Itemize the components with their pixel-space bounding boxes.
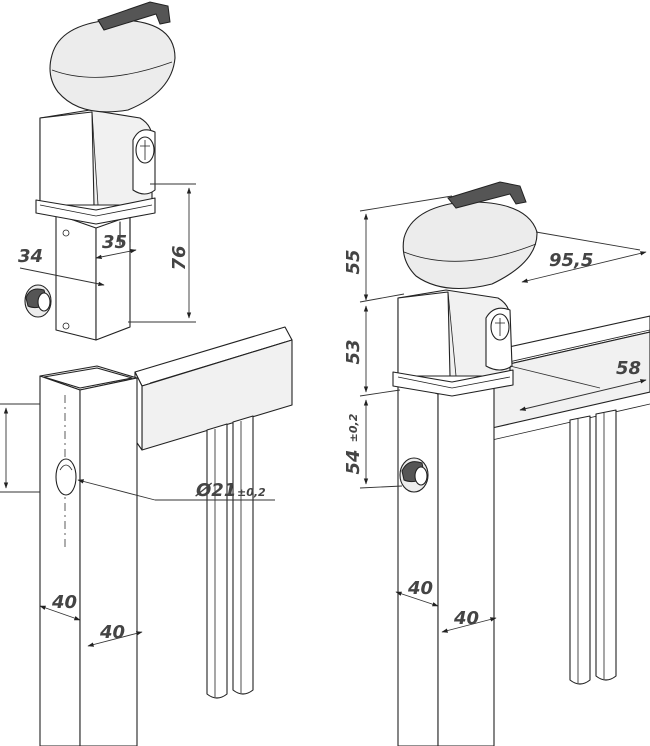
dim-40-front: 40 xyxy=(51,592,77,613)
right-lower-post xyxy=(397,379,495,746)
left-dimensions: 76 35 34 Ø21 ±0,2 40 40 xyxy=(0,183,275,647)
dim-53: 53 xyxy=(343,339,364,364)
dim-hole-diameter: Ø21 xyxy=(195,480,236,501)
left-lower-post xyxy=(39,365,138,746)
dim-55: 55 xyxy=(343,249,364,274)
dim-35: 35 xyxy=(102,232,127,253)
dim-58: 58 xyxy=(616,358,641,379)
screw-icon xyxy=(62,229,70,237)
right-handle xyxy=(402,181,538,290)
left-gate-bars xyxy=(206,415,254,699)
screw-icon xyxy=(62,322,70,330)
dim-76: 76 xyxy=(169,245,190,270)
dim-40-side: 40 xyxy=(99,622,125,643)
dim-95-5: 95,5 xyxy=(549,250,593,271)
right-view: 55 53 54 ±0,2 95,5 58 40 40 xyxy=(343,181,650,746)
right-gate-bars xyxy=(569,409,617,685)
dim-40-side-right: 40 xyxy=(453,608,479,629)
right-dimensions: 55 53 54 ±0,2 95,5 58 40 40 xyxy=(343,195,647,633)
dim-54-tolerance: ±0,2 xyxy=(347,413,360,442)
left-lock-body xyxy=(24,109,156,341)
dim-hole-tolerance: ±0,2 xyxy=(237,486,266,499)
left-post-hole xyxy=(55,458,77,496)
left-handle xyxy=(49,1,176,113)
dim-34: 34 xyxy=(18,246,43,267)
left-view: 76 35 34 Ø21 ±0,2 40 40 xyxy=(0,1,293,746)
dim-54: 54 xyxy=(343,449,364,474)
right-lock-body xyxy=(392,289,514,397)
dim-40-front-right: 40 xyxy=(407,578,433,599)
